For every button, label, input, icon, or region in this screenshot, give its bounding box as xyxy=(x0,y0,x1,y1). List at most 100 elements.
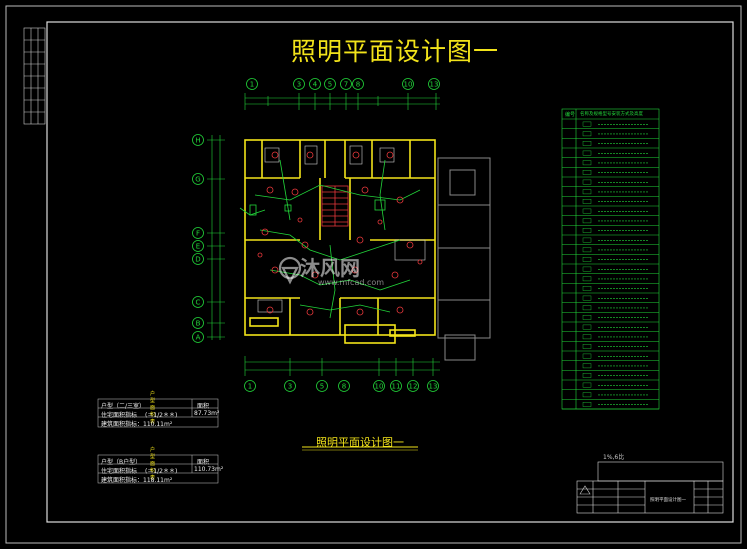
axis-bubbles-left: H G FED C BA xyxy=(192,134,204,343)
svg-text:1: 1 xyxy=(250,81,254,89)
legend-symbol xyxy=(582,373,592,378)
axis-bubble-top: 10 xyxy=(402,78,414,90)
area-table-2-grid xyxy=(97,454,219,484)
stair xyxy=(321,185,349,227)
axis-bubble-top: 5 xyxy=(324,78,336,90)
dimension-lines-left xyxy=(207,135,225,340)
legend-symbol xyxy=(582,131,592,137)
svg-text:C: C xyxy=(196,299,201,307)
axis-bubble-left: G xyxy=(192,173,204,185)
fixtures xyxy=(257,145,426,313)
drawing-subtitle: 照明平面设计图一 xyxy=(316,436,404,449)
legend-symbol xyxy=(582,334,592,340)
area-table-cell: (＝1/2＊＊) xyxy=(145,468,178,475)
paper-border xyxy=(5,5,742,544)
legend-symbol xyxy=(582,160,592,166)
axis-bubble-bottom: 8 xyxy=(338,380,350,392)
title-block-drawing-name: 照明平面设计图一 xyxy=(650,498,686,503)
legend-symbol xyxy=(582,286,592,291)
svg-text:13: 13 xyxy=(430,81,439,89)
legend-symbol xyxy=(582,170,592,175)
svg-text:13: 13 xyxy=(429,383,438,391)
svg-text:5: 5 xyxy=(320,383,324,391)
legend-symbol xyxy=(582,199,592,204)
svg-text:A: A xyxy=(196,334,201,342)
legend-symbol xyxy=(582,382,592,388)
area-table-header: 户型（二/三室） xyxy=(101,403,146,410)
svg-text:10: 10 xyxy=(404,81,413,89)
axis-bubble-top: 3 xyxy=(293,78,305,90)
svg-text:G: G xyxy=(195,176,200,184)
legend-symbol xyxy=(582,150,592,156)
legend-symbol xyxy=(582,324,592,330)
area-table-caption: 户型面积表 xyxy=(150,391,156,425)
legend-symbol xyxy=(582,266,592,272)
area-table-header: 户型（B户型） xyxy=(101,459,142,466)
legend-symbol xyxy=(582,276,592,282)
axis-bubble-bottom: 10 xyxy=(373,380,385,392)
svg-text:3: 3 xyxy=(297,81,301,89)
svg-text:E: E xyxy=(196,243,200,251)
axis-bubble-top: 1 xyxy=(246,78,258,90)
axis-bubble-bottom: 1 xyxy=(244,380,256,392)
legend-symbol xyxy=(582,121,592,127)
axis-bubble-left: D xyxy=(192,253,204,265)
svg-text:7: 7 xyxy=(344,81,348,89)
svg-text:F: F xyxy=(196,230,200,238)
legend-symbol xyxy=(582,344,592,349)
legend-symbol xyxy=(582,402,592,407)
floor-plan-walls xyxy=(244,139,436,344)
axis-bubble-bottom: 13 xyxy=(427,380,439,392)
axis-bubble-top: 4 xyxy=(309,78,321,90)
drawing-frame xyxy=(46,21,734,523)
watermark-text: 沐风网 xyxy=(300,256,360,280)
legend-symbol xyxy=(582,179,592,185)
svg-text:3: 3 xyxy=(288,383,292,391)
svg-text:H: H xyxy=(195,137,200,145)
legend-symbol xyxy=(582,237,592,243)
svg-text:12: 12 xyxy=(409,383,418,391)
title-block xyxy=(576,461,724,514)
legend-symbol xyxy=(582,392,592,398)
axis-bubble-left: A xyxy=(192,331,204,343)
area-table-cell: (＝1/2＊＊) xyxy=(145,412,178,419)
legend-symbol xyxy=(582,305,592,311)
axis-bubble-left: B xyxy=(192,317,204,329)
axis-bubble-bottom: 5 xyxy=(316,380,328,392)
legend-symbol xyxy=(582,363,592,369)
legend-symbol xyxy=(582,228,592,233)
legend-symbol xyxy=(582,141,592,146)
axis-bubble-left: H xyxy=(192,134,204,146)
legend-symbol xyxy=(582,315,592,320)
legend-symbol xyxy=(582,353,592,359)
scale-note: 1%,6比 xyxy=(603,454,625,461)
legend-table xyxy=(561,108,660,410)
axis-bubble-top: 13 xyxy=(428,78,440,90)
axis-bubble-top: 8 xyxy=(352,78,364,90)
axis-bubble-bottom: 12 xyxy=(407,380,419,392)
legend-symbol xyxy=(582,295,592,301)
dimension-lines-bottom xyxy=(244,356,440,376)
legend-header-no: 编号 xyxy=(565,112,576,118)
axis-bubble-left: E xyxy=(192,240,204,252)
area-table-total: 建筑面积指标：118.11m² xyxy=(101,477,173,484)
dimension-lines-top xyxy=(244,93,440,110)
axis-bubble-bottom: 3 xyxy=(284,380,296,392)
adjacent-unit xyxy=(437,157,491,361)
area-table-cell: 110.73m² xyxy=(194,466,224,473)
area-table-1-grid xyxy=(97,398,219,428)
legend-rows xyxy=(562,118,659,410)
svg-text:D: D xyxy=(195,256,200,264)
axis-bubble-left: C xyxy=(192,296,204,308)
legend-symbol xyxy=(582,257,592,262)
area-table-cell: 住宅面积指标 xyxy=(101,468,138,475)
legend-symbol xyxy=(582,208,592,214)
area-table-caption: 户型面积表 xyxy=(150,447,156,481)
legend-symbol xyxy=(582,247,592,253)
svg-text:4: 4 xyxy=(313,81,318,89)
legend-header-desc: 名称及规格型号安装方式及高度 xyxy=(580,112,643,117)
legend-symbol xyxy=(582,218,592,224)
area-table-header: 面积 xyxy=(197,459,210,466)
